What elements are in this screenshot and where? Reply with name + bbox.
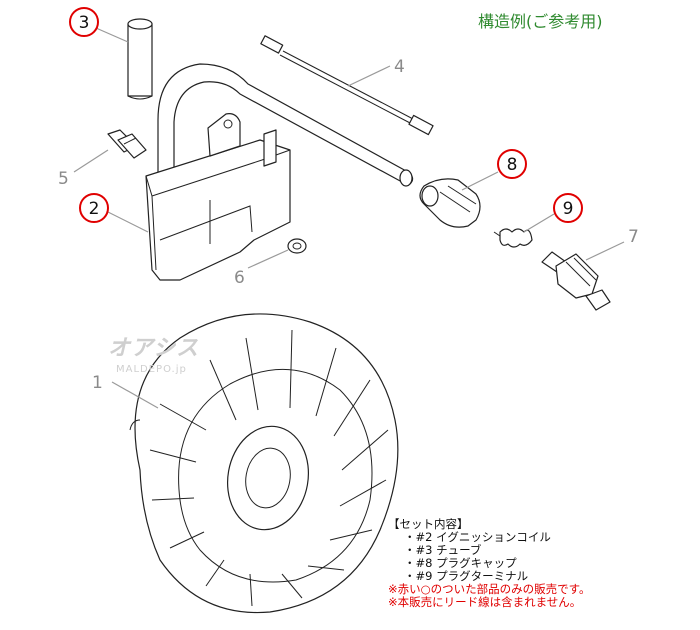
part-tube xyxy=(127,18,153,100)
leader-4 xyxy=(347,65,391,87)
part-plug-terminal xyxy=(493,228,533,248)
part-spark-plug xyxy=(541,251,611,311)
notes-item-tube: ・#3 チューブ xyxy=(404,543,482,557)
callout-7: 7 xyxy=(628,227,639,247)
part-plug-cap xyxy=(419,178,481,228)
watermark-brand: オアシス xyxy=(108,336,200,361)
watermark-sub: MALDEPO.jp xyxy=(116,364,187,375)
leader-7 xyxy=(585,241,625,261)
notes-item-coil: ・#2 イグニッションコイル xyxy=(404,530,551,544)
part-flywheel xyxy=(129,313,399,614)
callout-4: 4 xyxy=(394,57,405,77)
leader-1 xyxy=(111,381,159,409)
set-contents-notes: 【セット内容】 ・#2 イグニッションコイル ・#3 チューブ ・#8 プラグキ… xyxy=(388,518,688,609)
notes-item-plug-cap: ・#8 プラグキャップ xyxy=(404,556,517,570)
leader-3 xyxy=(95,27,129,43)
leader-6 xyxy=(247,249,289,269)
callout-8: 8 xyxy=(507,155,518,175)
diagram-title: 構造例(ご参考用) xyxy=(478,12,603,31)
callout-8-circled: 8 xyxy=(497,149,527,179)
callout-2-circled: 2 xyxy=(79,193,109,223)
callout-9-circled: 9 xyxy=(553,193,583,223)
part-ignition-coil xyxy=(145,63,414,281)
callout-1: 1 xyxy=(92,373,103,393)
callout-5: 5 xyxy=(58,169,69,189)
notes-item-plug-terminal: ・#9 プラグターミナル xyxy=(404,569,529,583)
callout-3-circled: 3 xyxy=(69,7,99,37)
notes-remark-red-circle: ※赤い○のついた部品のみの販売です。 xyxy=(388,582,591,596)
notes-heading: 【セット内容】 xyxy=(388,517,469,531)
callout-2: 2 xyxy=(89,199,100,219)
notes-remark-no-lead: ※本販売にリード線は含まれません。 xyxy=(388,595,582,609)
leader-2 xyxy=(107,211,149,233)
leader-8 xyxy=(461,171,499,191)
leader-5 xyxy=(73,149,109,173)
callout-3: 3 xyxy=(79,13,90,33)
part-bushing xyxy=(287,238,307,254)
part-nipple xyxy=(107,129,147,159)
callout-9: 9 xyxy=(563,199,574,219)
leader-9 xyxy=(523,213,555,233)
callout-6: 6 xyxy=(234,268,245,288)
